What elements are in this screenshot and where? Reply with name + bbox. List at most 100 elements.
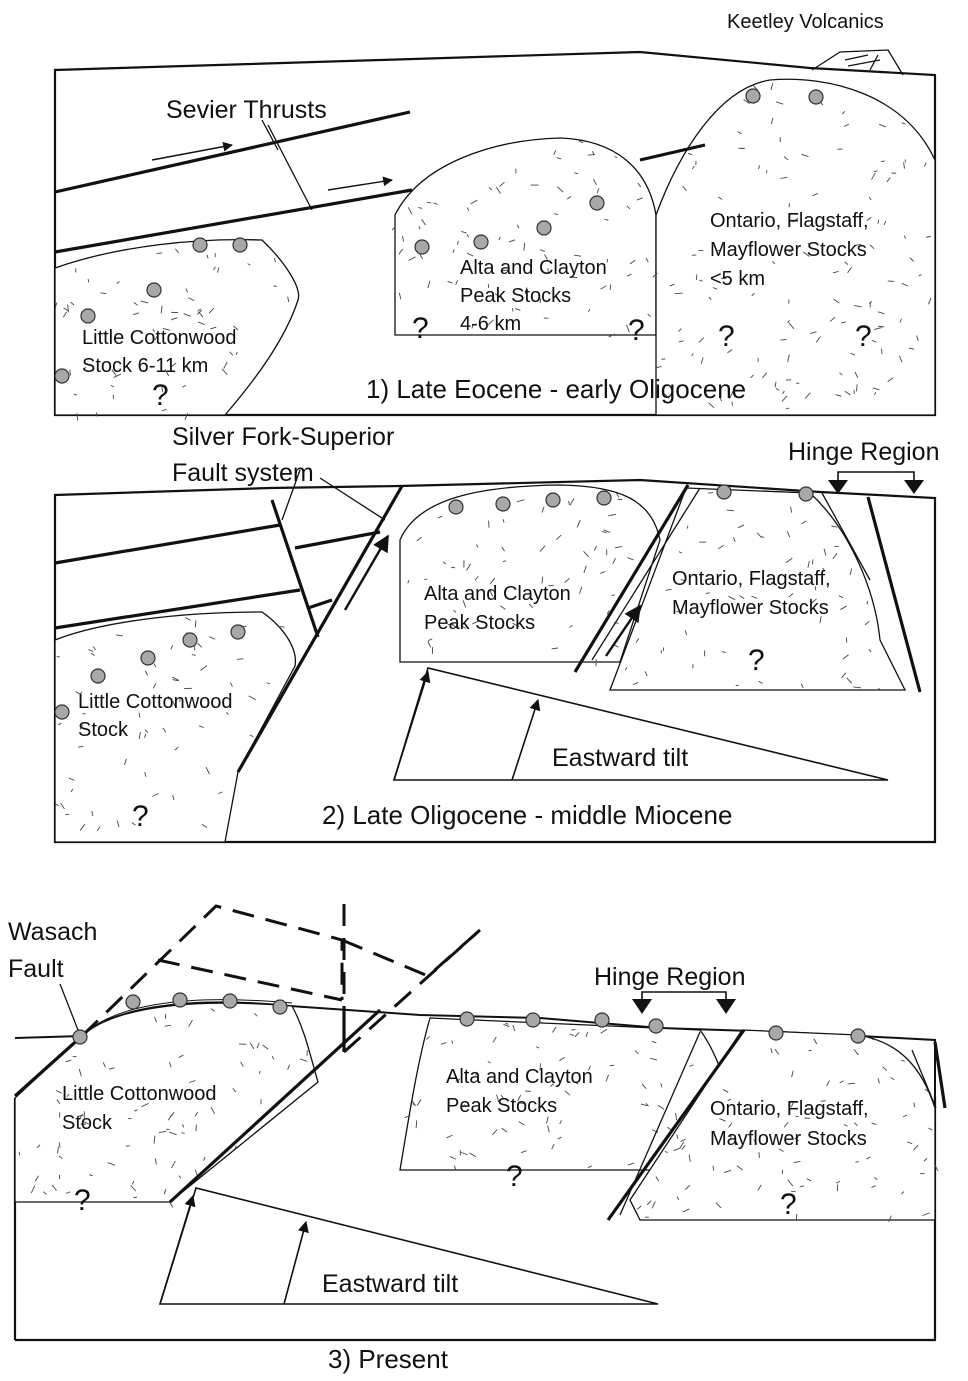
rock-texture-mark: [585, 1031, 589, 1038]
rock-texture-mark: [721, 651, 726, 653]
rock-texture-mark: [868, 648, 872, 653]
rock-texture-mark: [440, 1042, 447, 1045]
rock-texture-mark: [736, 1165, 743, 1171]
rock-texture-mark: [587, 154, 595, 156]
rock-texture-mark: [801, 153, 809, 158]
rock-texture-mark: [508, 239, 516, 243]
rock-texture-mark: [489, 577, 496, 585]
rock-texture-mark: [831, 525, 838, 528]
rock-texture-mark: [197, 321, 205, 326]
rock-texture-mark: [113, 373, 122, 378]
rock-texture-mark: [426, 201, 432, 204]
rock-texture-mark: [636, 1205, 642, 1210]
rock-texture-mark: [682, 185, 687, 192]
rock-texture-mark: [452, 249, 455, 253]
rock-texture-mark: [505, 1022, 509, 1025]
rock-texture-mark: [557, 1136, 562, 1140]
rock-texture-mark: [68, 777, 75, 781]
normal-fault-east-p3: [606, 1029, 746, 1221]
rock-texture-mark: [58, 1142, 61, 1148]
rock-texture-mark: [174, 337, 179, 340]
rock-texture-mark: [446, 1134, 453, 1139]
rock-texture-mark: [802, 251, 810, 257]
fault-system-label-line2: Fault system: [172, 459, 314, 487]
rock-texture-mark: [901, 1059, 906, 1062]
rock-texture-mark: [730, 1133, 732, 1140]
rock-texture-mark: [88, 649, 94, 652]
rock-texture-mark: [515, 308, 521, 311]
rock-texture-mark: [198, 725, 204, 729]
rock-texture-mark: [879, 123, 887, 128]
rock-texture-mark: [634, 1050, 639, 1055]
rock-texture-mark: [185, 617, 192, 621]
rock-texture-mark: [600, 285, 607, 290]
rock-texture-mark: [496, 1094, 500, 1103]
rock-texture-mark: [908, 347, 915, 350]
rock-texture-mark: [559, 1057, 565, 1062]
unknown-mark: ?: [748, 644, 765, 677]
rock-texture-mark: [194, 1111, 199, 1117]
rock-texture-mark: [841, 110, 846, 115]
rock-texture-mark: [182, 384, 187, 388]
rock-texture-mark: [184, 413, 189, 420]
rock-texture-mark: [502, 519, 505, 523]
rock-texture-mark: [810, 331, 817, 335]
rock-texture-mark: [886, 177, 891, 183]
rock-texture-mark: [138, 712, 141, 718]
rock-texture-mark: [116, 280, 120, 285]
rock-texture-mark: [277, 626, 285, 628]
rock-texture-mark: [785, 407, 790, 410]
rock-texture-mark: [152, 328, 155, 333]
rock-texture-mark: [79, 823, 86, 831]
rock-texture-mark: [737, 524, 745, 529]
unknown-mark: ?: [718, 320, 735, 353]
wasatch-fault-label-line2: Fault: [8, 955, 64, 983]
little-cottonwood-label-p2-line2: Stock: [78, 719, 129, 741]
rock-texture-mark: [457, 240, 459, 245]
rock-texture-mark: [916, 335, 919, 342]
rock-texture-mark: [185, 288, 189, 293]
rock-texture-mark: [54, 302, 58, 308]
rock-texture-mark: [877, 311, 885, 315]
rock-texture-mark: [153, 663, 157, 668]
rock-texture-mark: [197, 642, 202, 648]
rock-texture-mark: [427, 280, 431, 289]
rock-texture-mark: [934, 1164, 939, 1172]
rock-texture-mark: [753, 1139, 758, 1145]
unknown-mark: ?: [132, 800, 149, 833]
hinge-fault-p3: [933, 1041, 947, 1109]
rock-texture-mark: [877, 219, 880, 224]
rock-texture-mark: [913, 1102, 916, 1108]
rock-texture-mark: [421, 219, 426, 226]
rock-texture-mark: [836, 1180, 841, 1184]
rock-texture-mark: [100, 292, 107, 294]
rock-texture-mark: [866, 600, 869, 605]
fault-system-label-line1: Silver Fork-Superior: [172, 423, 394, 451]
rock-texture-mark: [36, 1144, 41, 1149]
unknown-mark: ?: [628, 314, 645, 347]
rock-texture-mark: [593, 545, 597, 551]
rock-texture-mark: [455, 1078, 461, 1082]
sevier-label-leader-2: [267, 124, 313, 211]
rock-texture-mark: [96, 826, 101, 832]
fault-slip-arrow-2: [605, 604, 641, 657]
rock-texture-mark: [815, 336, 821, 343]
rock-texture-mark: [651, 1201, 656, 1209]
rock-texture-mark: [287, 1064, 291, 1070]
rock-texture-mark: [853, 686, 862, 689]
keetley-volcanics-label: Keetley Volcanics: [727, 11, 884, 33]
rock-texture-mark: [667, 1126, 672, 1131]
rock-texture-mark: [733, 537, 736, 543]
rock-texture-mark: [571, 1028, 576, 1031]
rock-texture-mark: [418, 225, 421, 230]
keetley-volcanics-body: [811, 49, 904, 76]
rock-texture-mark: [846, 677, 853, 684]
rock-texture-mark: [782, 390, 785, 395]
rock-texture-mark: [167, 695, 170, 700]
rock-texture-mark: [640, 1103, 648, 1107]
rock-texture-mark: [500, 1094, 504, 1099]
rock-texture-mark: [778, 1148, 784, 1152]
rock-texture-mark: [404, 1115, 411, 1119]
rock-texture-mark: [615, 492, 620, 498]
panel-1: Keetley Volcanics Sevier Thrusts Little …: [53, 11, 937, 421]
